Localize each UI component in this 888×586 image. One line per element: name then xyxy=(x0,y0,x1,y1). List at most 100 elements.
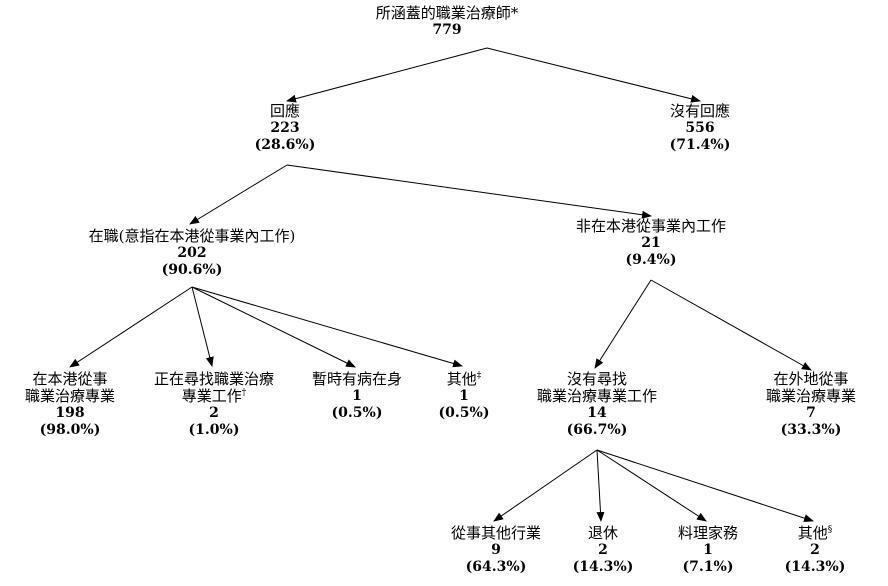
footnote-marker: § xyxy=(827,525,833,535)
node-percentage: (0.5%) xyxy=(331,405,383,421)
node-label-text: 沒有回應 xyxy=(669,102,730,120)
node-percentage: (66.7%) xyxy=(566,422,628,438)
node-label: 所涵蓋的職業治療師* xyxy=(376,5,519,22)
node-count: 7 xyxy=(806,405,816,421)
node-count: 202 xyxy=(177,245,207,261)
edge-notwork-to-abroad xyxy=(650,279,812,371)
node-label-text: 正在尋找職業治療 xyxy=(153,370,275,388)
node-label-text: 沒有尋找 xyxy=(566,370,628,388)
node-label: 職業治療專業 xyxy=(766,388,856,405)
node-label: 在外地從事 xyxy=(766,371,856,388)
node-count: 2 xyxy=(810,542,820,558)
node-percentage: (7.1%) xyxy=(682,559,734,575)
node-label: 其他‡ xyxy=(439,371,490,388)
node-label-text: 專業工作 xyxy=(181,387,242,405)
node-label: 專業工作† xyxy=(154,388,274,405)
node-label-text: 從事其他行業 xyxy=(450,524,542,542)
node-label: 職業治療專業 xyxy=(25,388,115,405)
node-percentage: (71.4%) xyxy=(669,137,731,153)
node-label: 職業治療專業工作 xyxy=(537,388,657,405)
node-count: 1 xyxy=(352,388,362,404)
node-label: 非在本港從事業內工作 xyxy=(576,218,726,235)
node-label: 沒有尋找 xyxy=(537,371,657,388)
edge-inwork-to-other1 xyxy=(191,286,463,368)
edge-inwork-to-sick xyxy=(191,286,356,368)
edge-root-to-noresp xyxy=(486,47,701,103)
node-percentage: (9.4%) xyxy=(625,252,677,268)
node-percentage: (14.3%) xyxy=(572,559,634,575)
node-label-text: 料理家務 xyxy=(677,524,739,542)
node-label-text: 職業治療專業工作 xyxy=(536,387,658,405)
node-label: 回應 xyxy=(255,103,316,120)
edge-inwork-to-seeking xyxy=(191,286,214,367)
node-percentage: (28.6%) xyxy=(254,137,316,153)
node-label-text: 暫時有病在身 xyxy=(311,370,403,388)
edge-notseeking-to-household xyxy=(596,449,707,522)
node-count: 14 xyxy=(587,405,607,421)
node-count: 1 xyxy=(703,542,713,558)
node-label-text: 非在本港從事業內工作 xyxy=(575,217,727,235)
node-other2: 其他§2(14.3%) xyxy=(785,525,846,576)
edge-inwork-to-local xyxy=(69,286,193,368)
node-count: 2 xyxy=(209,405,219,421)
node-label: 在本港從事 xyxy=(25,371,115,388)
node-count: 223 xyxy=(270,120,300,136)
node-label: 退休 xyxy=(573,525,634,542)
node-count: 198 xyxy=(55,405,85,421)
node-label-text: 在外地從事 xyxy=(773,370,849,388)
edge-resp-to-inwork xyxy=(189,164,288,225)
node-label: 料理家務 xyxy=(678,525,738,542)
node-percentage: (1.0%) xyxy=(188,422,240,438)
node-count: 779 xyxy=(432,22,462,38)
footnote-marker: † xyxy=(241,388,247,398)
edge-notseeking-to-otherind xyxy=(493,449,598,522)
edge-notseeking-to-other2 xyxy=(596,449,814,522)
node-percentage: (98.0%) xyxy=(39,422,101,438)
node-label-text: 其他 xyxy=(446,370,477,388)
node-label-text: 回應 xyxy=(269,102,300,120)
node-count: 2 xyxy=(598,542,608,558)
node-percentage: (33.3%) xyxy=(780,422,842,438)
node-root: 所涵蓋的職業治療師*779 xyxy=(376,5,519,39)
footnote-marker: ‡ xyxy=(476,371,482,381)
node-count: 1 xyxy=(459,388,469,404)
node-percentage: (0.5%) xyxy=(438,405,490,421)
node-count: 21 xyxy=(641,235,661,251)
edge-notwork-to-notseeking xyxy=(594,279,652,369)
node-label: 其他§ xyxy=(785,525,846,542)
node-seeking: 正在尋找職業治療專業工作†2(1.0%) xyxy=(154,371,274,439)
edge-notseeking-to-retired xyxy=(596,449,605,522)
node-label: 暫時有病在身 xyxy=(312,371,402,388)
node-label: 沒有回應 xyxy=(670,103,731,120)
node-count: 9 xyxy=(491,542,501,558)
node-label-text: 在本港從事 xyxy=(32,370,108,388)
node-label: 在職(意指在本港從事業內工作) xyxy=(89,228,296,245)
node-inwork: 在職(意指在本港從事業內工作)202(90.6%) xyxy=(89,228,296,279)
node-label-text: 退休 xyxy=(587,524,618,542)
node-percentage: (14.3%) xyxy=(784,559,846,575)
node-label-text: 職業治療專業 xyxy=(765,387,857,405)
node-label-text: 在職(意指在本港從事業內工作) xyxy=(88,227,296,245)
node-label: 從事其他行業 xyxy=(451,525,541,542)
edge-root-to-resp xyxy=(286,47,488,103)
node-label: 正在尋找職業治療 xyxy=(154,371,274,388)
node-other1: 其他‡1(0.5%) xyxy=(439,371,490,422)
node-label-text: 其他 xyxy=(797,524,828,542)
node-label-text: 所涵蓋的職業治療師* xyxy=(375,4,519,22)
node-percentage: (64.3%) xyxy=(465,559,527,575)
edge-resp-to-notwork xyxy=(286,164,652,219)
node-percentage: (90.6%) xyxy=(161,262,223,278)
node-label-text: 職業治療專業 xyxy=(24,387,116,405)
